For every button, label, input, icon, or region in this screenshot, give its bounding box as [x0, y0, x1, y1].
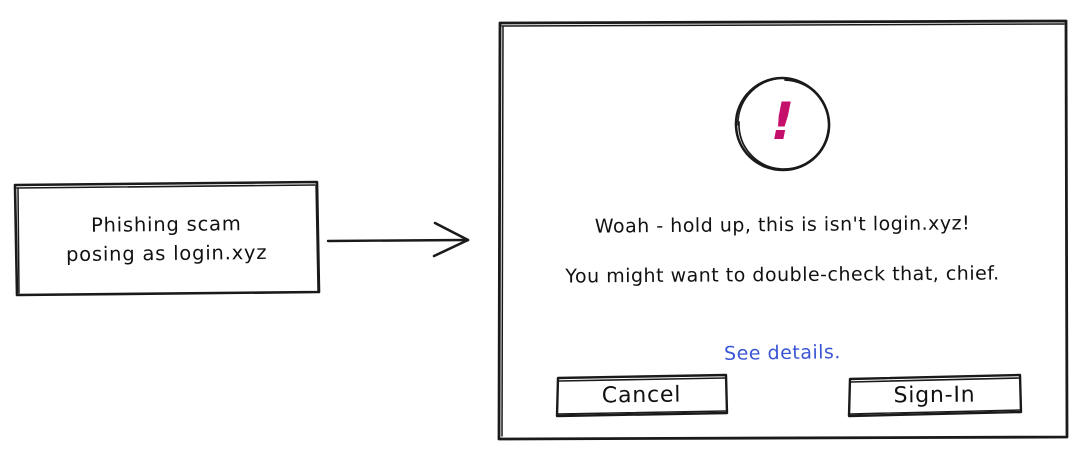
warning-circle-icon	[734, 76, 830, 172]
cancel-button-label: Cancel	[601, 382, 682, 408]
phishing-warning-dialog: ! Woah - hold up, this is isn't login.xy…	[496, 18, 1069, 441]
signin-button-outline	[847, 373, 1023, 418]
flow-arrow	[326, 216, 476, 264]
source-box-line-1: Phishing scam	[91, 211, 242, 237]
source-box-line-2: posing as login.xyz	[65, 240, 268, 266]
signin-button-label: Sign-In	[893, 382, 976, 408]
warning-exclamation-icon: !	[732, 74, 834, 174]
dialog-content: ! Woah - hold up, this is isn't login.xy…	[496, 18, 1069, 441]
warning-message-secondary: You might want to double-check that, chi…	[565, 262, 1000, 288]
arrow-right-icon	[326, 221, 470, 258]
signin-button[interactable]: Sign-In	[846, 373, 1023, 418]
cancel-button[interactable]: Cancel	[554, 373, 729, 418]
dialog-frame-outline	[497, 19, 1069, 441]
source-box-outline	[13, 180, 321, 297]
exclamation-glyph: !	[732, 74, 834, 174]
source-box-label-group: Phishing scam posing as login.xyz	[12, 179, 321, 298]
phishing-source-box: Phishing scam posing as login.xyz	[12, 179, 321, 298]
warning-message-primary: Woah - hold up, this is isn't login.xyz!	[594, 212, 971, 238]
exclamation-mark: !	[770, 92, 795, 152]
see-details-link[interactable]: See details.	[723, 341, 842, 365]
cancel-button-outline	[555, 373, 729, 418]
